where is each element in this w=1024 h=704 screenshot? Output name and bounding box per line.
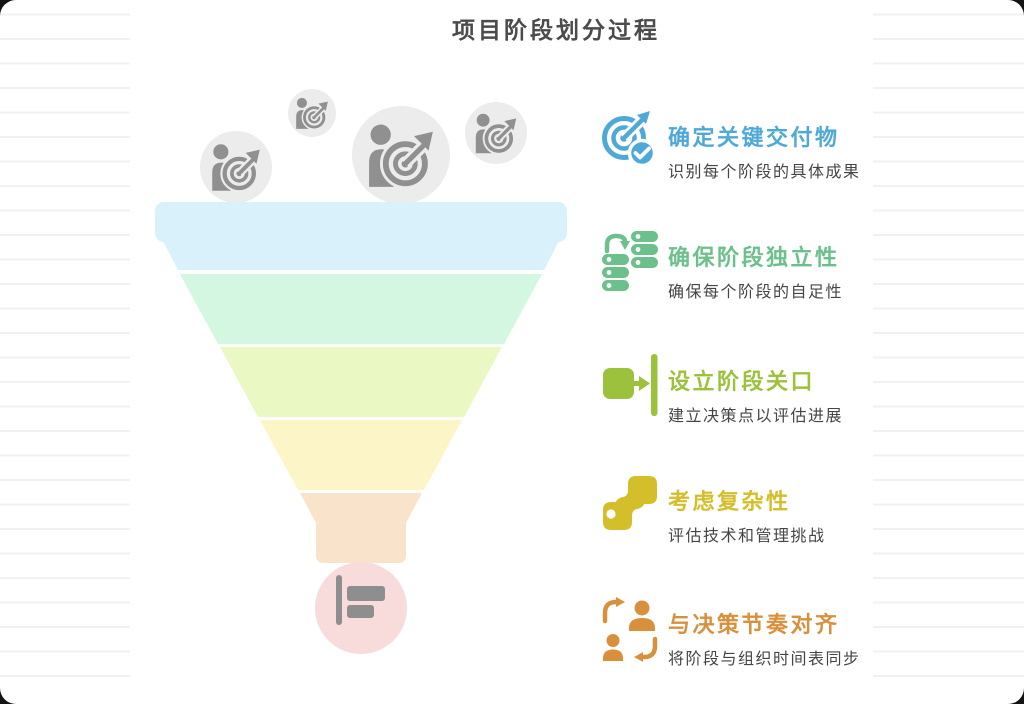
funnel-stage-5 — [300, 493, 422, 563]
bar-chart-icon — [336, 575, 385, 625]
item-title: 考虑复杂性 — [668, 489, 791, 515]
list-item: 考虑复杂性 评估技术和管理挑战 — [600, 474, 826, 547]
funnel-stage-1 — [163, 241, 559, 270]
funnel-diagram — [155, 89, 567, 654]
people-sync-icon — [600, 597, 660, 669]
target-check-icon — [600, 110, 660, 172]
item-title: 确保阶段独立性 — [668, 245, 840, 271]
complexity-shapes-icon — [600, 474, 660, 536]
item-subtitle: 将阶段与组织时间表同步 — [668, 649, 861, 668]
funnel-outlet — [315, 562, 407, 654]
stacked-modules-sync-icon — [600, 230, 660, 296]
funnel-stages — [155, 202, 567, 563]
funnel-stage-4 — [260, 420, 462, 490]
funnel-stage-2 — [180, 274, 542, 344]
item-title: 与决策节奏对齐 — [668, 612, 840, 638]
funnel-stage-3 — [220, 347, 502, 417]
item-subtitle: 建立决策点以评估进展 — [668, 406, 844, 425]
intake-bubbles — [200, 89, 527, 204]
list-item: 确定关键交付物 识别每个阶段的具体成果 — [600, 110, 861, 183]
item-subtitle: 确保每个阶段的自足性 — [668, 282, 844, 301]
item-title: 设立阶段关口 — [668, 369, 816, 395]
funnel-stage-1 — [155, 202, 567, 242]
list-item: 设立阶段关口 建立决策点以评估进展 — [600, 354, 843, 427]
item-title: 确定关键交付物 — [668, 125, 840, 151]
item-subtitle: 识别每个阶段的具体成果 — [668, 162, 861, 181]
list-item: 与决策节奏对齐 将阶段与组织时间表同步 — [600, 597, 861, 670]
list-item: 确保阶段独立性 确保每个阶段的自足性 — [600, 230, 843, 303]
gate-checkpoint-icon — [600, 354, 660, 420]
page-title: 项目阶段划分过程 — [452, 17, 660, 44]
item-subtitle: 评估技术和管理挑战 — [668, 526, 826, 545]
